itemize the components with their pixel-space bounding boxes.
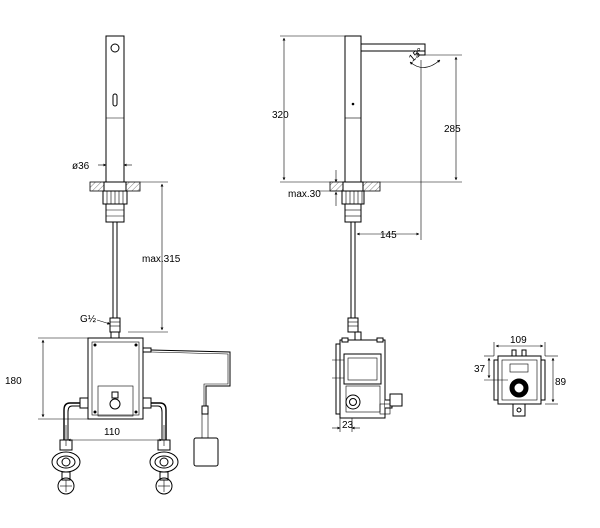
- supply-hose-left: [63, 402, 80, 440]
- dim-diameter: ø36: [72, 161, 90, 172]
- dim-height-total: 320: [272, 110, 289, 121]
- faucet-body-side: [344, 35, 362, 183]
- sensor-window: [112, 93, 118, 107]
- battery-pack: [193, 437, 219, 467]
- dim-box-height: 180: [5, 376, 22, 387]
- spout: [360, 43, 426, 52]
- dim-swivel: 15°: [407, 46, 426, 64]
- swivel-arc: [409, 59, 441, 68]
- supply-hose-right: [151, 402, 167, 440]
- control-box-front: [87, 337, 144, 420]
- box-view: 109 37 89: [474, 335, 567, 417]
- power-cable: [150, 349, 231, 406]
- dim-height-spout: 285: [444, 124, 461, 135]
- side-connector: [389, 393, 403, 407]
- dim-box-offset: 37: [474, 364, 486, 375]
- angle-valve-right: [149, 439, 179, 495]
- hose-connector: [109, 317, 121, 333]
- dim-thread: G½: [80, 314, 97, 325]
- sensor-icon: [110, 43, 120, 53]
- dim-box-depth: 23: [342, 420, 354, 431]
- side-view: 15°: [272, 35, 462, 432]
- faucet-body-front: [105, 35, 125, 183]
- dim-max-hose: max.315: [142, 254, 181, 265]
- dim-box-width: 109: [510, 335, 527, 346]
- control-box-side: [332, 331, 403, 419]
- front-view: ø36 max.315 G½ 180 110: [5, 35, 231, 495]
- dim-box-height-small: 89: [555, 377, 567, 388]
- dim-valve-spacing: 110: [104, 427, 120, 438]
- solenoid-valve-icon: [109, 398, 121, 410]
- dim-reach: 145: [380, 230, 397, 241]
- valve-outlet-icon: [345, 394, 361, 410]
- angle-valve-left: [51, 439, 81, 495]
- dim-max-deck: max.30: [288, 189, 321, 200]
